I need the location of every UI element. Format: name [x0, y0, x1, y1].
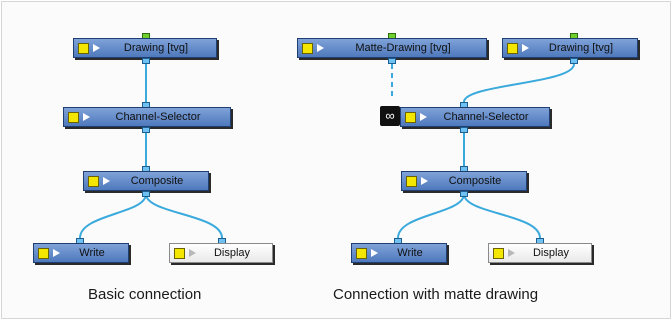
- enable-toggle-icon[interactable]: [356, 247, 367, 259]
- enable-toggle-icon[interactable]: [302, 42, 313, 54]
- play-arrow-icon: [508, 249, 515, 257]
- matte-drawing-out-port[interactable]: [388, 58, 396, 64]
- node-label: Composite: [130, 175, 184, 187]
- enable-toggle-icon[interactable]: [405, 111, 416, 123]
- node-label: Write: [397, 247, 423, 259]
- composite-out-port[interactable]: [460, 191, 468, 197]
- play-arrow-icon: [189, 249, 196, 257]
- node-label: Composite: [448, 175, 502, 187]
- node-display[interactable]: Display: [169, 243, 273, 263]
- play-arrow-icon: [317, 44, 324, 52]
- node-display-right[interactable]: Display: [488, 243, 592, 263]
- play-arrow-icon: [421, 177, 428, 185]
- node-drawing[interactable]: Drawing [tvg]: [73, 38, 217, 58]
- enable-toggle-icon[interactable]: [507, 42, 518, 54]
- node-label: Display: [213, 247, 251, 259]
- enable-toggle-icon[interactable]: [78, 42, 89, 54]
- enable-toggle-icon[interactable]: [406, 175, 417, 187]
- play-arrow-icon: [371, 249, 378, 257]
- play-arrow-icon: [420, 113, 427, 121]
- node-write-right[interactable]: Write: [351, 243, 447, 263]
- node-matte-drawing[interactable]: Matte-Drawing [tvg]: [297, 38, 487, 58]
- caption-basic-connection: Basic connection: [88, 286, 202, 303]
- play-arrow-icon: [522, 44, 529, 52]
- node-channel-selector[interactable]: Channel-Selector: [63, 107, 231, 127]
- mask-icon[interactable]: ∞: [380, 106, 400, 126]
- enable-toggle-icon[interactable]: [493, 247, 504, 259]
- wire-composite-to-write-right: [397, 193, 465, 239]
- wire-composite-to-display-right: [463, 193, 541, 239]
- channel-selector-out-port[interactable]: [142, 127, 150, 133]
- node-channel-selector-right[interactable]: Channel-Selector: [400, 107, 550, 127]
- play-arrow-icon: [103, 177, 110, 185]
- wire-drawing-to-channel-selector-right: [463, 63, 575, 103]
- enable-toggle-icon[interactable]: [68, 111, 79, 123]
- enable-toggle-icon[interactable]: [88, 175, 99, 187]
- node-label: Drawing [tvg]: [123, 42, 189, 54]
- play-arrow-icon: [93, 44, 100, 52]
- node-composite-right[interactable]: Composite: [401, 171, 527, 191]
- drawing-out-port[interactable]: [570, 58, 578, 64]
- wire-composite-to-display: [145, 193, 223, 239]
- node-label: Matte-Drawing [tvg]: [355, 42, 451, 54]
- node-write[interactable]: Write: [33, 243, 129, 263]
- node-drawing-right[interactable]: Drawing [tvg]: [502, 38, 638, 58]
- node-label: Drawing [tvg]: [548, 42, 614, 54]
- composite-out-port[interactable]: [142, 191, 150, 197]
- node-label: Write: [79, 247, 105, 259]
- enable-toggle-icon[interactable]: [174, 247, 185, 259]
- node-composite[interactable]: Composite: [83, 171, 209, 191]
- channel-selector-out-port[interactable]: [460, 127, 468, 133]
- node-label: Channel-Selector: [443, 111, 529, 123]
- enable-toggle-icon[interactable]: [38, 247, 49, 259]
- play-arrow-icon: [83, 113, 90, 121]
- node-label: Display: [532, 247, 570, 259]
- wire-composite-to-write: [79, 193, 147, 239]
- caption-matte-connection: Connection with matte drawing: [333, 286, 539, 303]
- node-label: Channel-Selector: [115, 111, 201, 123]
- drawing-out-port[interactable]: [142, 58, 150, 64]
- play-arrow-icon: [53, 249, 60, 257]
